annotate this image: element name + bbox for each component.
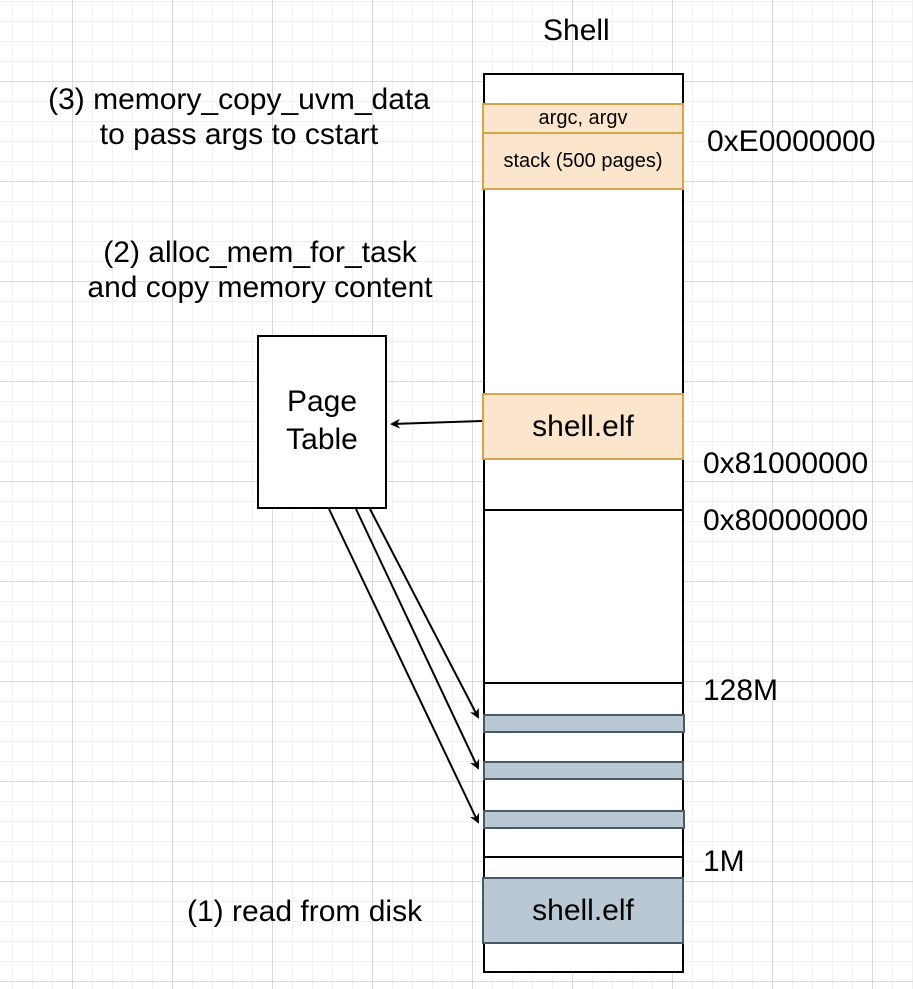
- step3-annotation: (3) memory_copy_uvm_data to pass args to…: [8, 83, 470, 152]
- divider-128m: [483, 682, 684, 684]
- arrow-page-table-to-page-2: [355, 508, 480, 770]
- shell-elf-virtual-block: shell.elf: [482, 393, 684, 460]
- shell-elf-physical-label: shell.elf: [532, 893, 634, 927]
- physical-page-2: [483, 761, 684, 780]
- step2-line1: (2) alloc_mem_for_task: [103, 236, 417, 269]
- page-table-line2: Table: [286, 422, 358, 456]
- step2-annotation: (2) alloc_mem_for_task and copy memory c…: [30, 236, 490, 305]
- arrow-page-table-to-page-1: [369, 508, 479, 719]
- step2-line2: and copy memory content: [87, 270, 433, 304]
- physical-page-1: [483, 714, 685, 733]
- shell-elf-virtual-label: shell.elf: [532, 409, 634, 443]
- address-label-80000000: 0x80000000: [703, 504, 869, 537]
- address-label-128m: 128M: [703, 674, 779, 707]
- stack-block: stack (500 pages): [482, 132, 684, 190]
- divider-0x80000000: [483, 509, 684, 511]
- page-table-box: Page Table: [257, 335, 387, 509]
- address-label-e0000000: 0xE0000000: [707, 125, 876, 158]
- address-label-1m: 1M: [703, 845, 745, 878]
- shell-elf-physical-block: shell.elf: [482, 877, 684, 944]
- stack-label: stack (500 pages): [503, 149, 663, 172]
- divider-1m: [483, 856, 684, 858]
- arrow-shell-elf-to-page-table: [390, 418, 483, 429]
- arrow-page-table-to-page-3: [328, 508, 480, 824]
- step3-line1: (3) memory_copy_uvm_data: [48, 83, 430, 116]
- diagram-title: Shell: [543, 14, 610, 47]
- argc-argv-label: argc, argv: [538, 107, 628, 129]
- step1-annotation: (1) read from disk: [187, 895, 423, 928]
- page-table-line1: Page: [286, 385, 358, 418]
- physical-page-3: [483, 810, 685, 829]
- step3-line2: to pass args to cstart: [99, 117, 379, 151]
- address-label-81000000: 0x81000000: [703, 447, 869, 480]
